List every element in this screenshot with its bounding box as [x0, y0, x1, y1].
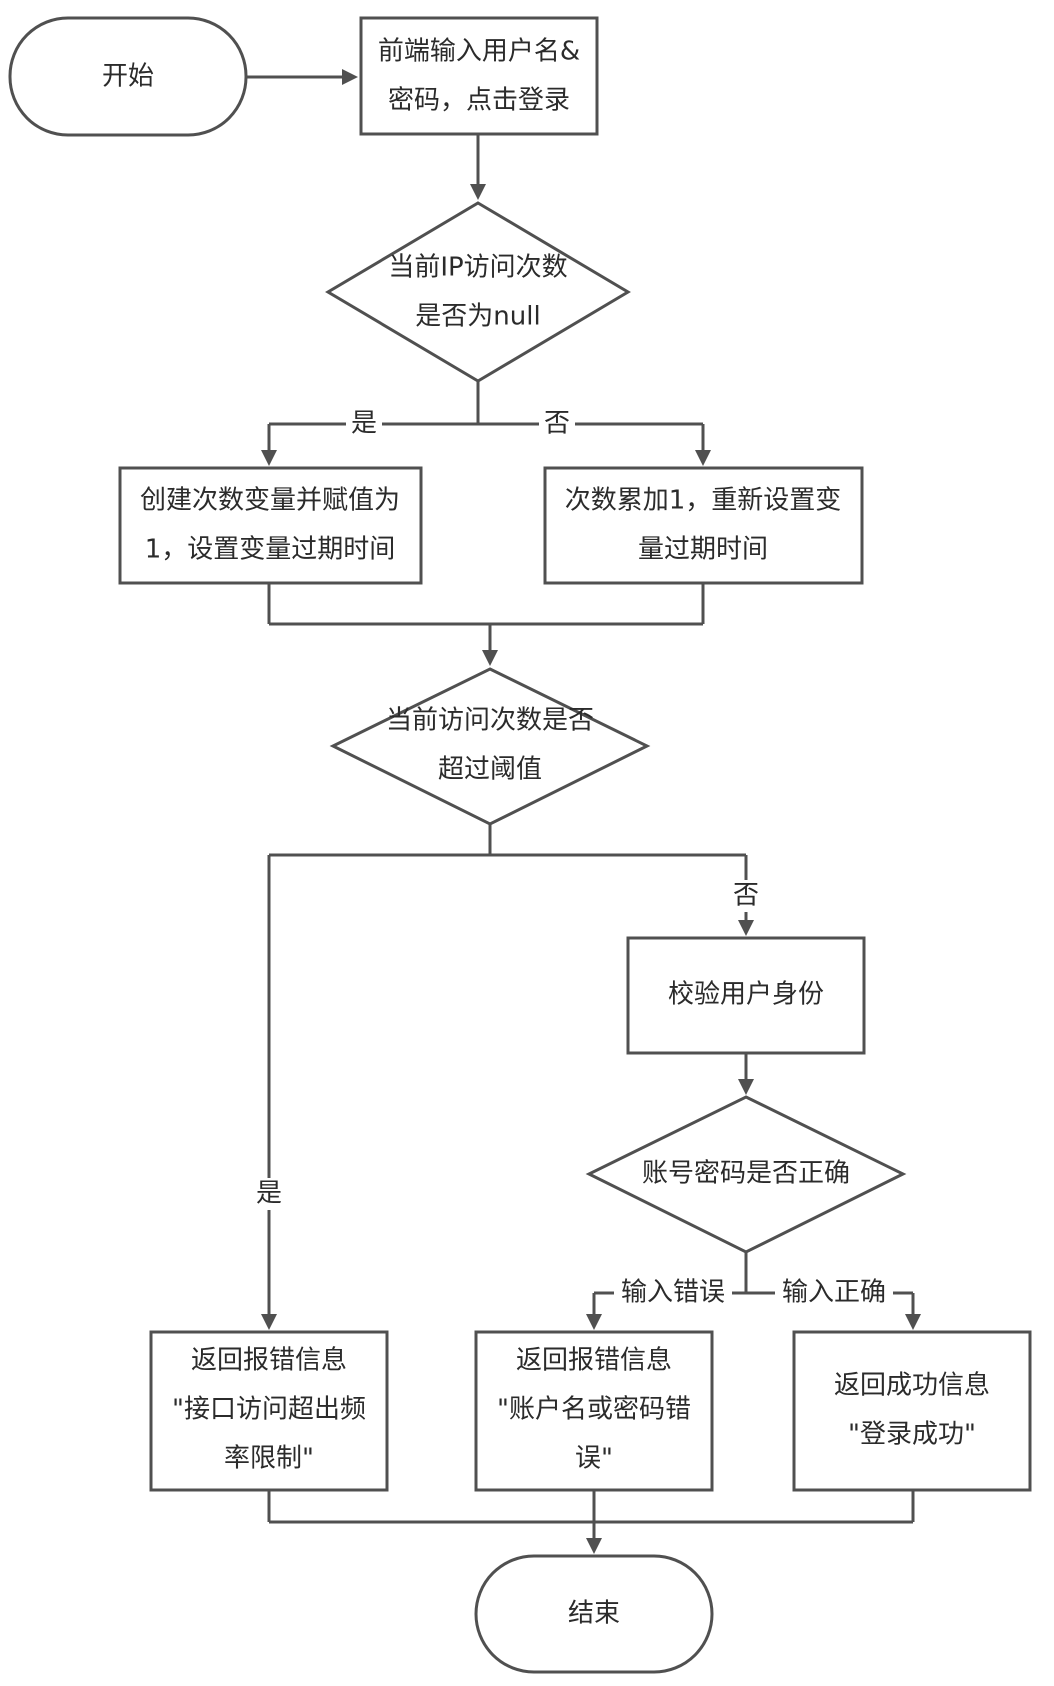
error-rate-limit-line-3: 率限制" [224, 1444, 314, 1474]
arrowhead-end [586, 1538, 602, 1554]
arrowhead-error-rate [261, 1314, 277, 1330]
cred-wrong-label: 输入错误 [621, 1278, 725, 1308]
null-no-label-bg [539, 408, 575, 440]
cred-wrong-label-bg [614, 1277, 732, 1309]
arrowhead-error-cred [586, 1314, 602, 1330]
cred-right-label-bg [775, 1277, 893, 1309]
null-yes-label: 是 [351, 409, 377, 439]
error-rate-limit-process [149, 1330, 389, 1492]
null-yes-label-bg [346, 408, 382, 440]
input-label-line-1: 前端输入用户名& [378, 37, 580, 67]
arrowhead-verify [738, 920, 754, 936]
start-terminal [8, 16, 248, 137]
end-label: 结束 [568, 1599, 620, 1629]
start-label: 开始 [102, 62, 154, 92]
threshold-yes-label: 是 [256, 1179, 282, 1209]
create-var-process [118, 466, 423, 585]
decision-threshold [329, 667, 651, 826]
input-process [359, 16, 599, 136]
error-credentials-process [474, 1330, 714, 1492]
success-process [792, 1330, 1032, 1492]
error-credentials-line-2: "账户名或密码错 [497, 1395, 691, 1425]
arrowhead-decision-null [470, 184, 486, 200]
decision-credentials [585, 1095, 907, 1254]
create-var-line-1: 创建次数变量并赋值为 [140, 486, 400, 516]
increment-line-1: 次数累加1，重新设置变 [565, 486, 842, 516]
cred-right-label: 输入正确 [782, 1278, 886, 1308]
threshold-no-label-bg [728, 880, 764, 912]
threshold-no-label: 否 [733, 881, 759, 911]
success-line-1: 返回成功信息 [834, 1371, 990, 1401]
error-credentials-line-3: 误" [575, 1444, 613, 1474]
arrowhead-input [342, 69, 358, 85]
error-rate-limit-line-2: "接口访问超出频 [172, 1395, 366, 1425]
decision-threshold-line-2: 超过阈值 [438, 755, 542, 785]
decision-null-line-1: 当前IP访问次数 [388, 253, 567, 283]
arrowhead-increment [695, 450, 711, 466]
error-rate-limit-line-1: 返回报错信息 [191, 1346, 347, 1376]
decision-credentials-label: 账号密码是否正确 [642, 1159, 850, 1189]
error-credentials-line-1: 返回报错信息 [516, 1346, 672, 1376]
create-var-line-2: 1，设置变量过期时间 [145, 535, 396, 565]
arrowhead-success [905, 1314, 921, 1330]
success-line-2: "登录成功" [848, 1420, 976, 1450]
decision-null-line-2: 是否为null [415, 302, 540, 332]
edge-labels: 是 否 否 是 输入错误 输入正确 [253, 408, 893, 1309]
verify-identity-process [626, 936, 866, 1055]
decision-null [325, 201, 631, 383]
edges [246, 69, 921, 1554]
arrowhead-create-var [261, 450, 277, 466]
arrowhead-credentials [738, 1079, 754, 1095]
increment-line-2: 量过期时间 [638, 535, 768, 565]
end-terminal [474, 1554, 714, 1674]
verify-identity-label: 校验用户身份 [668, 980, 824, 1010]
increment-process [543, 466, 864, 585]
null-no-label: 否 [544, 409, 570, 439]
threshold-yes-label-bg [253, 1178, 285, 1210]
nodes: 开始 前端输入用户名& 密码，点击登录 当前IP访问次数 是否为null 创建次… [8, 16, 1032, 1674]
arrowhead-decision-threshold [482, 650, 498, 666]
decision-threshold-line-1: 当前访问次数是否 [386, 706, 594, 736]
input-label-line-2: 密码，点击登录 [388, 86, 570, 116]
